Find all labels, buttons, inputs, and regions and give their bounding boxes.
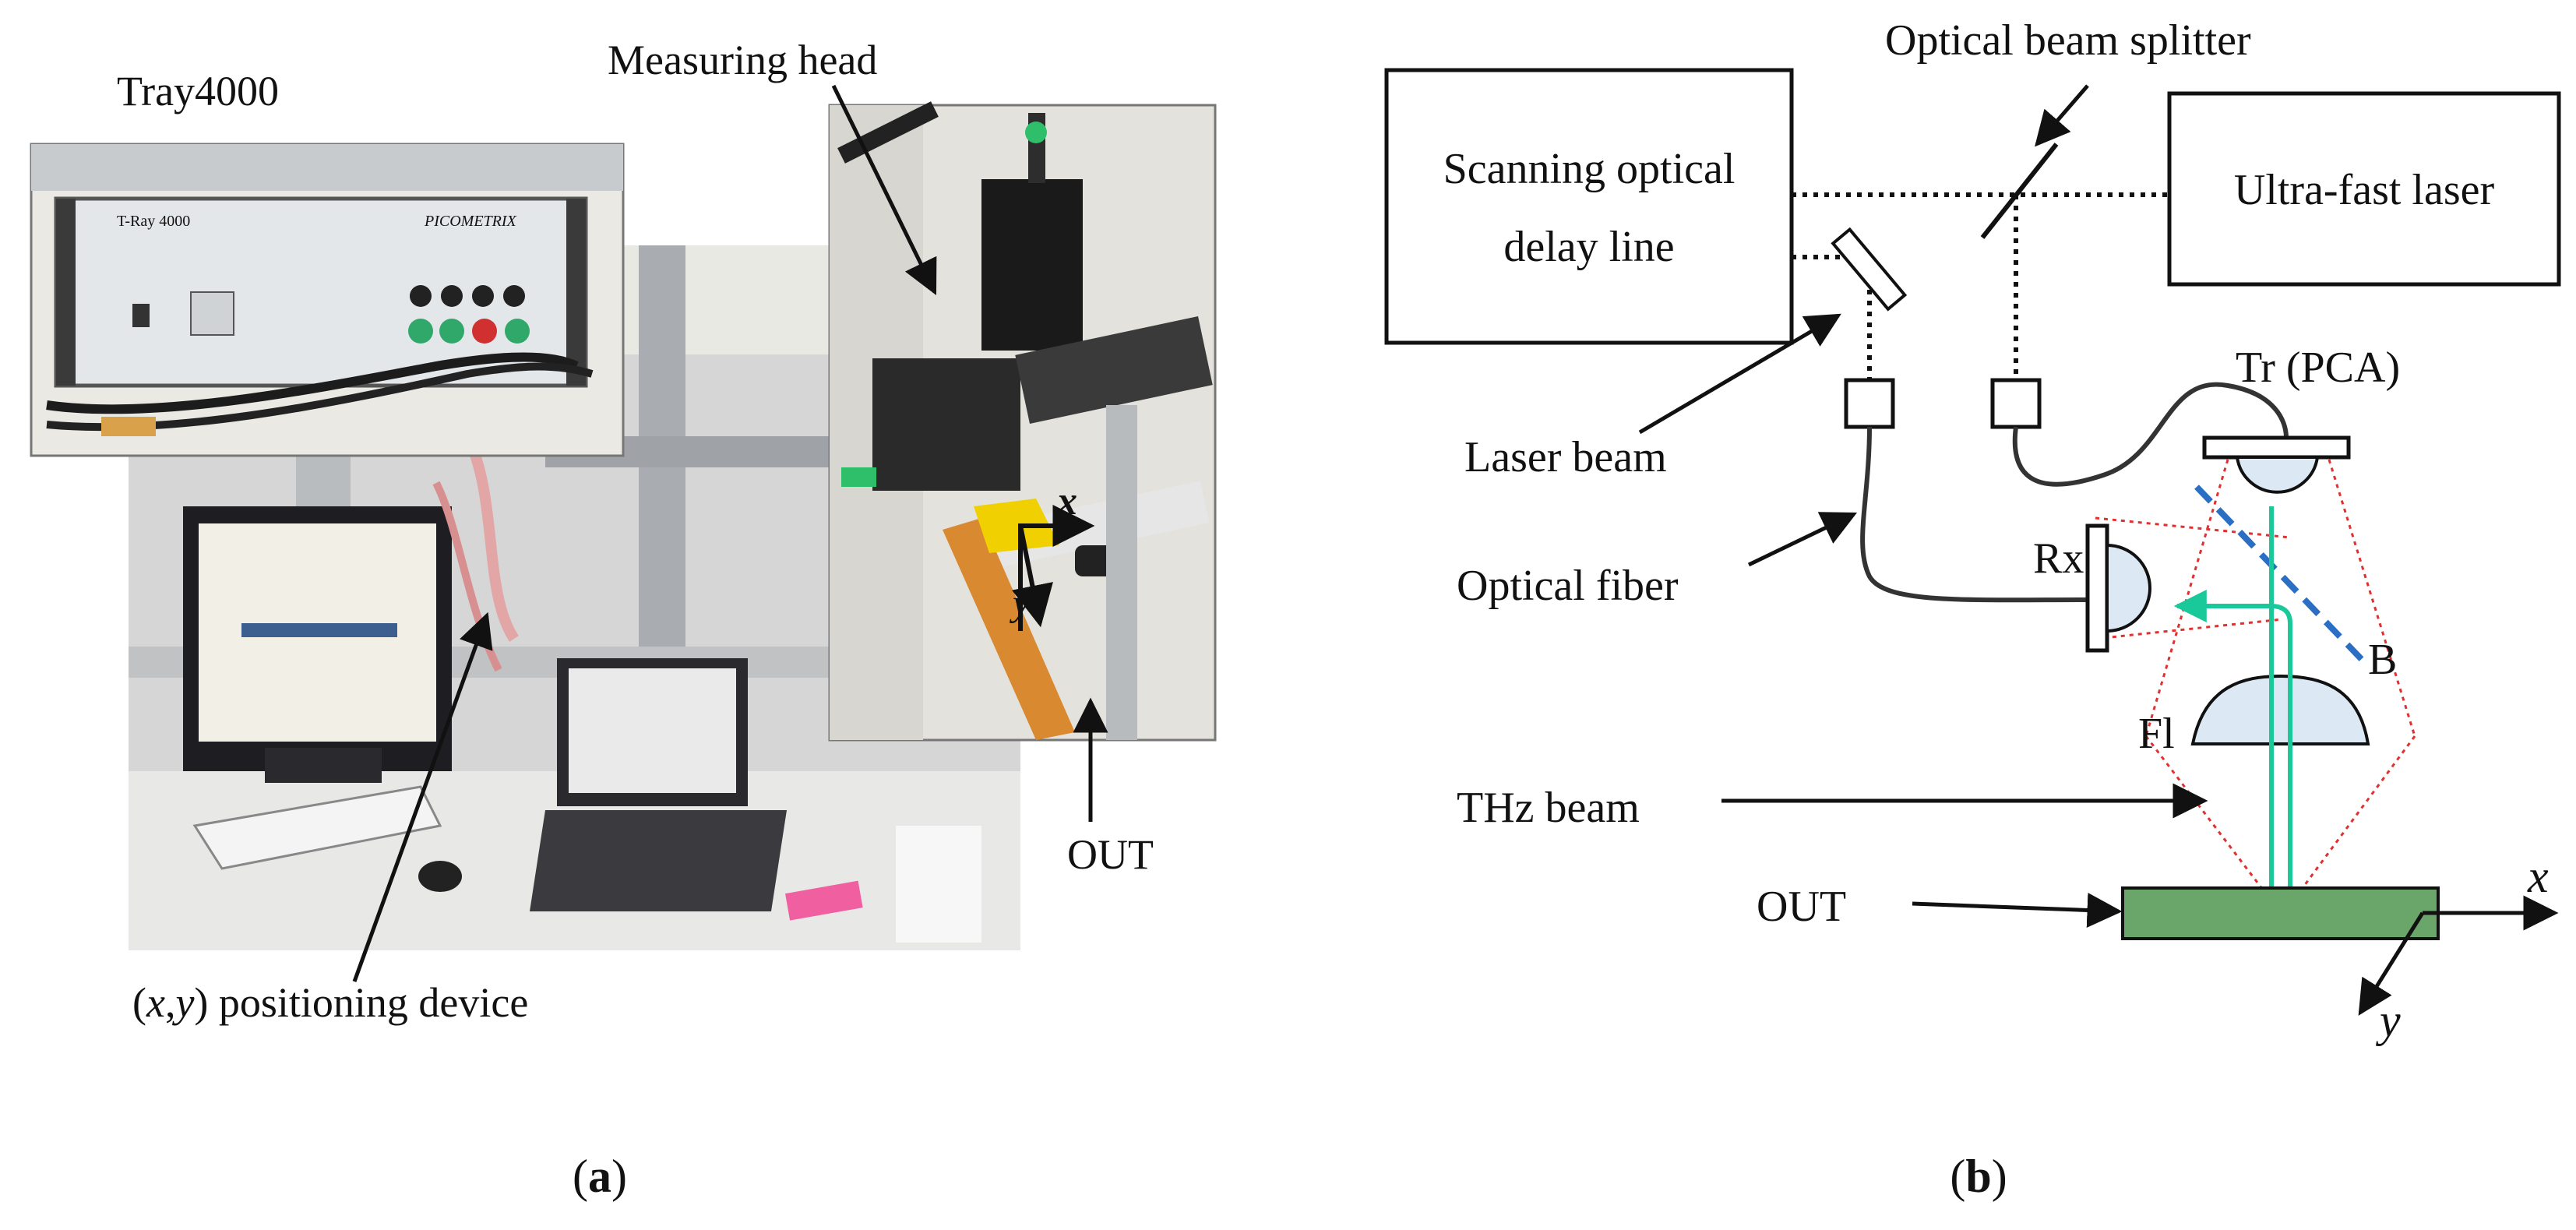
out-sample: [2121, 886, 2440, 940]
label-positioning-device: (x,y) positioning device: [132, 979, 528, 1026]
axis-y-arrow: [2358, 911, 2425, 1016]
beam-splitter-b: [2194, 485, 2370, 668]
axis-y-label: y: [2375, 995, 2401, 1046]
label-tray4000: Tray4000: [117, 68, 279, 115]
rx-receiver: [2085, 523, 2109, 653]
scanning-line2: delay line: [1503, 223, 1674, 271]
fiber-to-rx: [1860, 426, 2088, 603]
caption-a: (a): [573, 1151, 627, 1202]
arrow-beam-splitter: [2035, 84, 2089, 147]
pos-y: y: [171, 979, 194, 1026]
pos-x: x: [146, 979, 165, 1026]
box-scanning-delay-line: [1384, 68, 1794, 345]
fiber-coupler-left: [1844, 378, 1895, 429]
pos-rest: ) positioning device: [194, 979, 528, 1026]
rx-label: Rx: [2033, 534, 2084, 583]
label-out-a: OUT: [1067, 831, 1154, 878]
arrow-positioning: [352, 611, 493, 982]
scanning-line1: Scanning optical: [1443, 145, 1736, 193]
tr-pca-emitter: [2202, 435, 2351, 460]
dotted-laser-paths: [1792, 192, 2169, 380]
device-brand-text: PICOMETRIX: [424, 213, 517, 230]
panel-b: Scanning optical delay line Ultra-fast l…: [1384, 16, 2561, 1202]
tr-lens: [2235, 456, 2320, 494]
device-model-text: T-Ray 4000: [117, 213, 190, 230]
pos-comma: ,: [165, 979, 176, 1026]
caption-b-letter: b: [1965, 1151, 1991, 1202]
tr-pca-label: Tr (PCA): [2236, 344, 2400, 392]
fiber-coupler-right: [1990, 378, 2042, 429]
beam-splitter: [1980, 143, 2059, 239]
ultrafast-laser-label: Ultra-fast laser: [2234, 166, 2495, 214]
out-label-b: OUT: [1757, 883, 1846, 931]
thz-beam-label: THz beam: [1457, 784, 1640, 832]
tray4000-photo: T-Ray 4000 PICOMETRIX: [30, 143, 625, 457]
beam-splitter-label: Optical beam splitter: [1885, 16, 2251, 65]
optical-fiber-label: Optical fiber: [1457, 562, 1679, 610]
b-label: B: [2368, 636, 2397, 684]
mirror: [1831, 227, 1908, 312]
thz-divergence: [2095, 459, 2416, 916]
caption-a-letter: a: [588, 1151, 611, 1202]
fiber-to-tr: [2012, 382, 2289, 487]
focusing-lens: [2190, 674, 2370, 745]
arrow-optical-fiber: [1747, 512, 1858, 567]
axis-x-label: x: [2527, 851, 2549, 902]
arrow-out-b: [1912, 892, 2123, 928]
arrow-measuring-head: [831, 84, 937, 296]
panel-a: T-Ray 4000 PICOMETRIX: [30, 37, 1217, 1202]
measuring-head-photo: x y: [828, 101, 1217, 742]
caption-b: (b): [1950, 1151, 2007, 1202]
pos-paren-open: (: [132, 979, 146, 1026]
fl-label: Fl: [2138, 710, 2175, 758]
label-measuring-head: Measuring head: [608, 37, 877, 83]
laser-beam-label: Laser beam: [1464, 433, 1667, 481]
rx-lens: [2106, 543, 2151, 633]
box-ultrafast-laser: [2167, 91, 2561, 287]
photo-axis-x: x: [1056, 479, 1077, 523]
arrow-laser-beam: [1638, 313, 1841, 435]
photo-axis-y: y: [1009, 583, 1030, 624]
